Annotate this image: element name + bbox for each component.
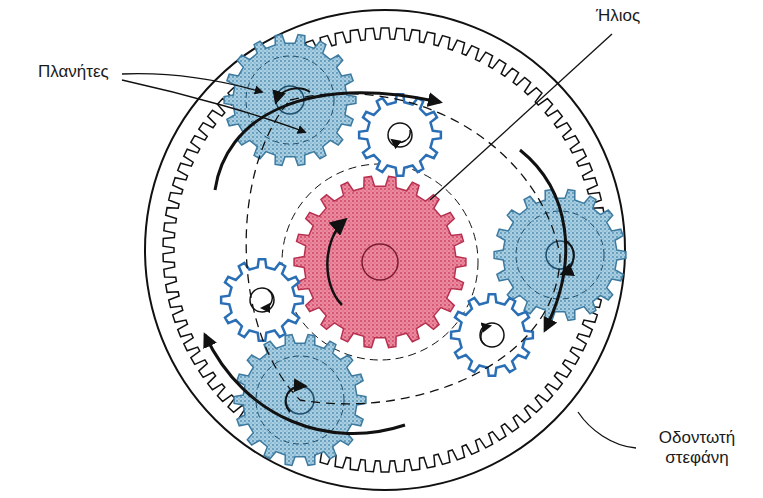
idler-hub [388,123,412,147]
gears [163,28,626,472]
motion-arrow [215,93,440,190]
leader-line [578,412,636,448]
motion-arrow [262,290,272,308]
motion-arrow [205,335,405,434]
motion-arrow [562,240,574,274]
motion-arrow [327,220,345,305]
sun-pitch [282,164,478,360]
part-label: Πλανήτες [38,62,122,82]
idler-hub [480,323,504,347]
leader-line [122,74,262,92]
ring-outer [145,10,625,490]
motion-arrow [520,150,566,330]
leader-line [430,34,612,200]
leader-lines [122,34,636,448]
sun-gear [294,176,466,347]
motion-arrow [481,326,490,345]
idler-gear [359,94,441,176]
motion-arrow [392,130,410,142]
leader-line [122,80,305,132]
carrier-path [246,94,560,404]
part-label: Ήλιος [596,6,676,26]
idler-gear [451,294,533,376]
idler-gear [221,259,303,341]
motion-arrow [286,386,305,412]
motion-arrow [276,88,310,102]
part-label: Οδοντωτή στεφάνη [638,428,756,469]
sun-hub [362,244,398,280]
motion-arrows [205,88,574,433]
